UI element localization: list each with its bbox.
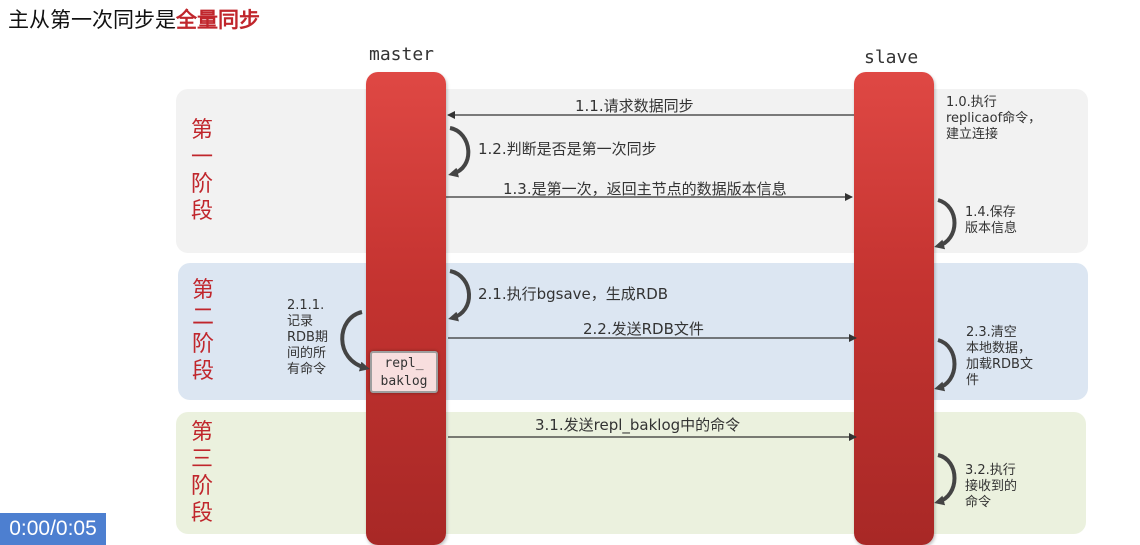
- master-header: master: [369, 44, 435, 65]
- loop-arrow-3-2: [934, 453, 957, 506]
- slave-lifeline: [854, 72, 934, 545]
- stage-1-box: [176, 89, 1088, 253]
- note-1-4: 1.4.保存 版本信息: [965, 205, 1018, 236]
- note-1-0: 1.0.执行 replicaof命令， 建立连接: [946, 95, 1042, 142]
- stage-2-box: [178, 263, 1088, 400]
- msg-1-2: 1.2.判断是否是第一次同步: [478, 140, 657, 158]
- note-3-2: 3.2.执行 接收到的 命令: [965, 463, 1018, 510]
- loop-arrow-1-4: [934, 198, 957, 250]
- stage-2-label: 第 二 阶 段: [191, 278, 214, 384]
- title-prefix: 主从第一次同步是: [8, 8, 176, 32]
- loop-arrow-2-1-1: [340, 310, 370, 372]
- stage-1-label: 第 一 阶 段: [190, 118, 213, 224]
- msg-1-3: 1.3.是第一次，返回主节点的数据版本信息: [503, 180, 787, 198]
- loop-arrow-1-2: [448, 126, 471, 178]
- slave-header: slave: [864, 47, 919, 68]
- note-2-1-1: 2.1.1. 记录 RDB期 间的所 有命令: [287, 298, 328, 377]
- msg-3-1: 3.1.发送repl_baklog中的命令: [535, 416, 741, 434]
- loop-arrow-2-1: [448, 269, 471, 322]
- msg-2-2: 2.2.发送RDB文件: [583, 320, 704, 338]
- title-highlight: 全量同步: [176, 8, 260, 32]
- master-lifeline: [366, 72, 446, 545]
- playback-time[interactable]: 0:00/0:05: [0, 513, 106, 545]
- loop-arrow-2-3: [934, 338, 957, 392]
- note-2-3: 2.3.清空 本地数据， 加载RDB文 件: [966, 325, 1033, 388]
- repl-baklog-box: repl_ baklog: [370, 351, 438, 393]
- stage-3-box: [176, 412, 1086, 534]
- msg-2-1: 2.1.执行bgsave，生成RDB: [478, 285, 669, 303]
- page-title: 主从第一次同步是全量同步: [8, 4, 260, 34]
- stage-3-label: 第 三 阶 段: [190, 420, 213, 526]
- msg-1-1: 1.1.请求数据同步: [575, 97, 694, 115]
